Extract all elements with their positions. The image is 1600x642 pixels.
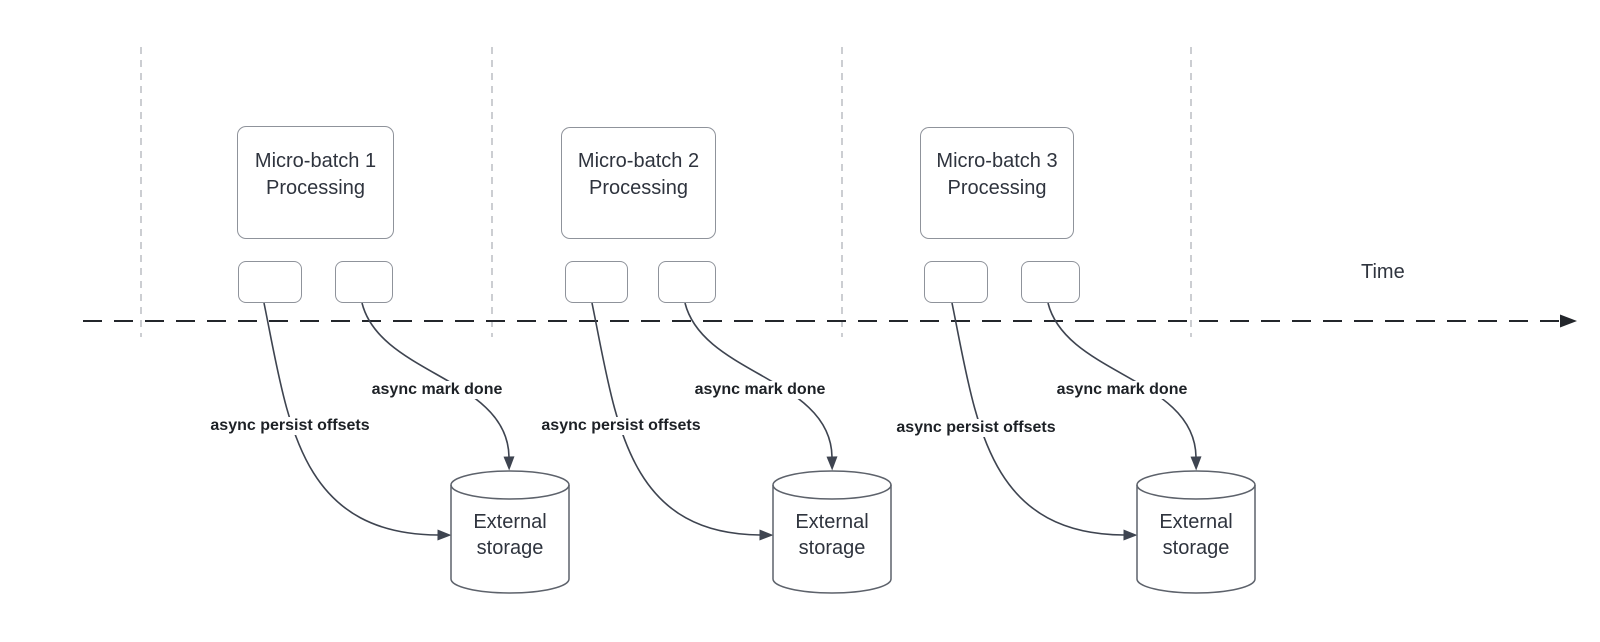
async-mark-done-label: async mark done	[368, 381, 506, 399]
persist-offsets-chip	[238, 261, 302, 303]
microbatch-name: Micro-batch 3	[936, 150, 1058, 172]
microbatch-stage: Processing	[266, 176, 365, 199]
async-persist-offsets-label: async persist offsets	[893, 419, 1059, 437]
microbatch-name: Micro-batch 2	[577, 150, 700, 172]
async-persist-offsets-label: async persist offsets	[207, 417, 373, 435]
microbatch-2-processing-box: Micro-batch 2 Processing	[561, 127, 716, 239]
external-storage-label: External storage	[1159, 511, 1233, 559]
mark-done-chip	[658, 261, 716, 303]
microbatch-name: Micro-batch 1	[254, 149, 377, 172]
async-persist-offsets-arrow	[951, 302, 1138, 541]
mark-done-chip	[335, 261, 393, 303]
external-storage-label: External storage	[795, 511, 869, 559]
persist-offsets-chip	[565, 261, 628, 303]
async-persist-offsets-arrow	[263, 302, 452, 541]
microbatch-1-processing-box: Micro-batch 1 Processing	[237, 126, 394, 239]
external-storage-cylinder-icon	[772, 470, 892, 594]
persist-offsets-chip	[924, 261, 988, 303]
async-mark-done-arrow	[361, 302, 515, 471]
async-mark-done-arrow	[684, 302, 838, 471]
mark-done-chip	[1021, 261, 1080, 303]
microbatch-stage: Processing	[947, 177, 1047, 199]
microbatch-3-processing-box: Micro-batch 3 Processing	[920, 127, 1074, 239]
external-storage-label: External storage	[473, 511, 547, 559]
async-persist-offsets-label: async persist offsets	[538, 417, 704, 435]
async-persist-offsets-arrow	[591, 302, 774, 541]
microbatch-stage: Processing	[589, 177, 688, 199]
external-storage-cylinder-icon	[1136, 470, 1256, 594]
external-storage-cylinder-icon	[450, 470, 570, 594]
async-mark-done-label: async mark done	[1053, 381, 1191, 399]
async-mark-done-arrow	[1047, 302, 1202, 471]
time-axis-label: Time	[1361, 261, 1405, 283]
async-mark-done-label: async mark done	[691, 381, 829, 399]
